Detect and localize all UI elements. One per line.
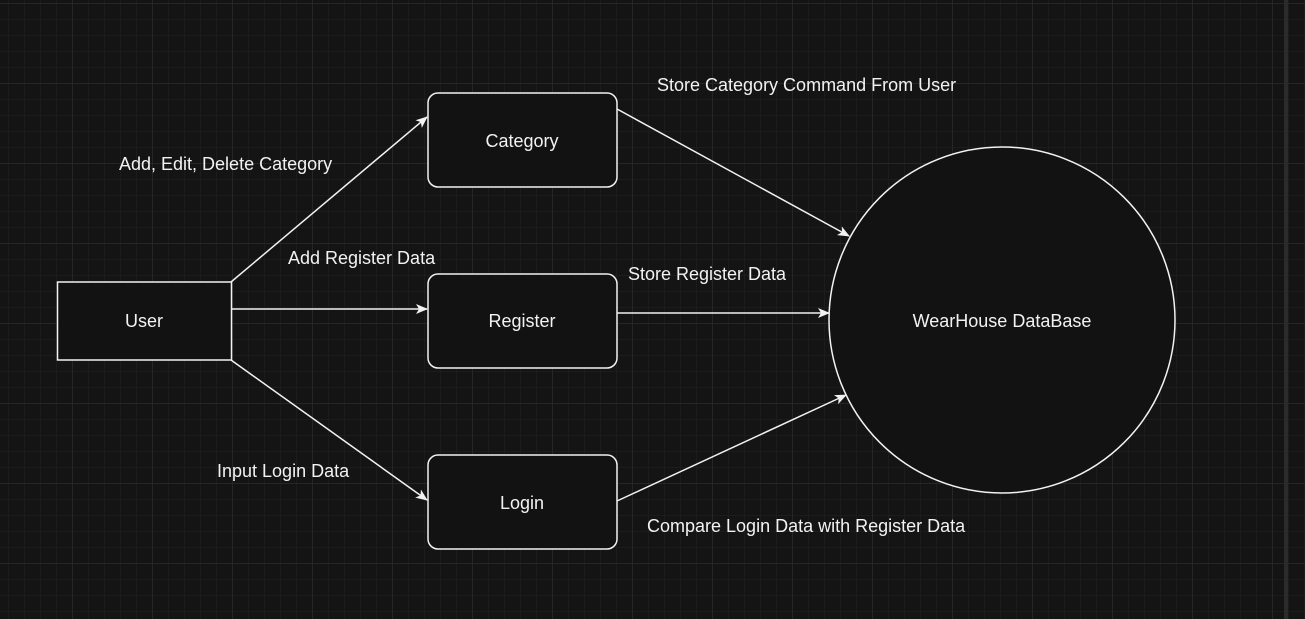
edge-label-user-register: Add Register Data: [288, 248, 436, 268]
edge-login-database[interactable]: [616, 394, 847, 502]
node-category-label: Category: [485, 131, 558, 151]
node-register[interactable]: Register: [427, 273, 618, 369]
node-register-label: Register: [488, 311, 555, 331]
canvas-edge: [1284, 0, 1288, 619]
node-database[interactable]: WearHouse DataBase: [828, 146, 1176, 494]
node-category[interactable]: Category: [427, 92, 618, 188]
edge-label-login-database: Compare Login Data with Register Data: [647, 516, 966, 536]
edge-label-register-database: Store Register Data: [628, 264, 787, 284]
node-database-label: WearHouse DataBase: [913, 311, 1092, 331]
edge-user-login[interactable]: [230, 359, 428, 501]
edge-label-user-login: Input Login Data: [217, 461, 350, 481]
edge-user-category[interactable]: [230, 116, 428, 283]
node-login-label: Login: [500, 493, 544, 513]
node-user-label: User: [125, 311, 163, 331]
node-user[interactable]: User: [56, 281, 233, 361]
edge-label-category-database: Store Category Command From User: [657, 75, 956, 95]
edge-label-user-category: Add, Edit, Delete Category: [119, 154, 332, 174]
node-login[interactable]: Login: [427, 454, 618, 550]
edge-category-database[interactable]: [616, 108, 850, 237]
